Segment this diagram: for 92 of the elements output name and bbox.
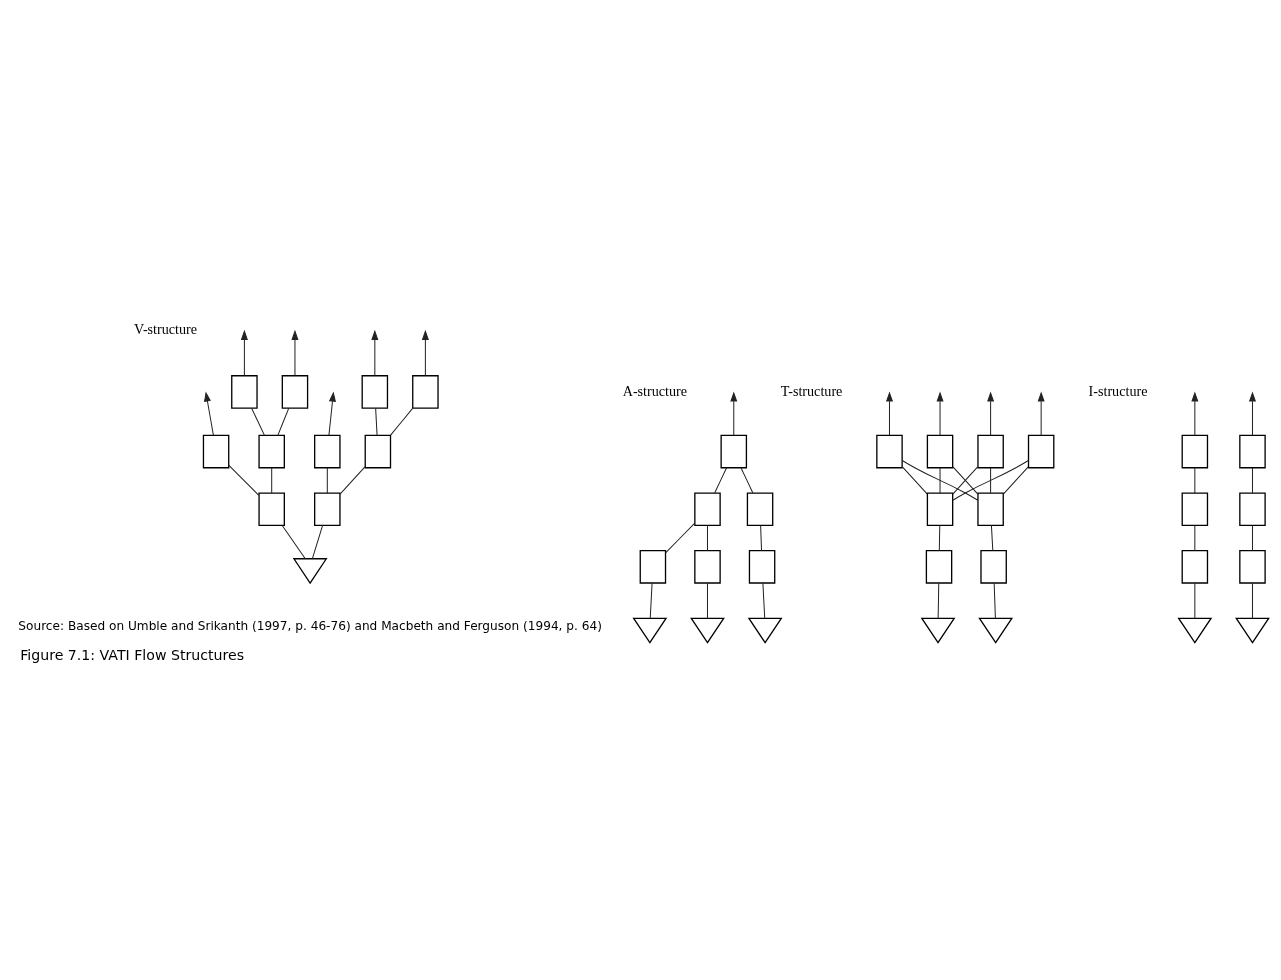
node-triangle [1235, 617, 1270, 644]
node-box [876, 434, 903, 469]
arrow [730, 391, 738, 436]
label: I-structure [1088, 382, 1148, 399]
connector [938, 524, 941, 552]
arrow [936, 391, 944, 436]
connector [228, 464, 260, 496]
connector [740, 467, 754, 494]
connector [993, 582, 996, 619]
node-box [748, 550, 776, 584]
node-box [694, 492, 721, 527]
connector [281, 524, 306, 560]
node-box [926, 434, 954, 469]
connector [1194, 524, 1196, 552]
connector [271, 467, 273, 494]
label: T-structure [780, 382, 843, 399]
node-box [281, 375, 309, 409]
node-box [1239, 434, 1266, 469]
connector [762, 582, 766, 619]
node-box [1239, 550, 1266, 584]
connector [1251, 582, 1253, 619]
node-box [314, 492, 341, 527]
connector [939, 467, 941, 494]
connector [901, 466, 928, 495]
node-box [1181, 550, 1209, 584]
connector [707, 582, 708, 619]
arrow [1191, 391, 1199, 436]
node-box [412, 375, 439, 409]
connector [952, 466, 979, 495]
connector [649, 582, 653, 619]
node-box [925, 550, 953, 584]
connector [937, 582, 940, 619]
node-box [926, 492, 954, 527]
node-triangle [292, 558, 328, 585]
node-box [258, 492, 285, 527]
node-box [694, 550, 721, 584]
connector [760, 524, 763, 552]
connector [901, 460, 979, 501]
arrow [1248, 391, 1257, 436]
connector [390, 407, 414, 436]
label: A-structure [622, 382, 688, 399]
node-box [1181, 434, 1209, 469]
connector [375, 407, 378, 436]
connector [251, 407, 265, 436]
connector [714, 467, 728, 494]
node-box [314, 434, 341, 469]
arrow [1037, 391, 1045, 436]
connector [1194, 582, 1196, 619]
connector [990, 467, 992, 494]
connector [277, 407, 290, 436]
arrow [204, 391, 214, 436]
node-box [258, 434, 285, 469]
arrow [371, 329, 379, 377]
connector [707, 524, 708, 552]
node-box [1027, 434, 1055, 469]
connector [990, 524, 994, 552]
node-box [231, 375, 258, 409]
connector [1251, 524, 1253, 552]
connector [326, 467, 328, 494]
label: V-structure [133, 320, 198, 337]
node-box [364, 434, 392, 469]
connector [339, 466, 366, 495]
node-box [977, 492, 1004, 527]
node-triangle [690, 617, 725, 644]
node-box [980, 550, 1007, 584]
node-box [202, 434, 230, 469]
node-triangle [632, 617, 668, 644]
arrow [291, 329, 299, 377]
connector [1251, 467, 1253, 494]
arrow [328, 391, 336, 436]
connector [952, 460, 1029, 501]
arrow [421, 329, 429, 377]
arrow [987, 391, 995, 436]
connector [311, 524, 324, 560]
node-triangle [1177, 617, 1213, 644]
node-box [977, 434, 1004, 469]
arrow [885, 391, 894, 436]
caption: Figure 7.1: VATI Flow Structures [20, 647, 245, 664]
node-triangle [920, 617, 956, 644]
node-box [361, 375, 389, 409]
connector [665, 522, 695, 554]
node-triangle [978, 617, 1014, 644]
node-box [720, 434, 748, 469]
node-box [1181, 492, 1209, 527]
node-box [639, 550, 667, 584]
label: Source: Based on Umble and Srikanth (1997, p. 46-76) and Macbeth and Ferguson (1994, p. 64) [18, 618, 602, 633]
connector [1194, 467, 1196, 494]
node-box [1239, 492, 1266, 527]
node-triangle [747, 617, 783, 644]
connector [1002, 466, 1029, 495]
node-box [746, 492, 774, 527]
arrow [240, 329, 248, 377]
